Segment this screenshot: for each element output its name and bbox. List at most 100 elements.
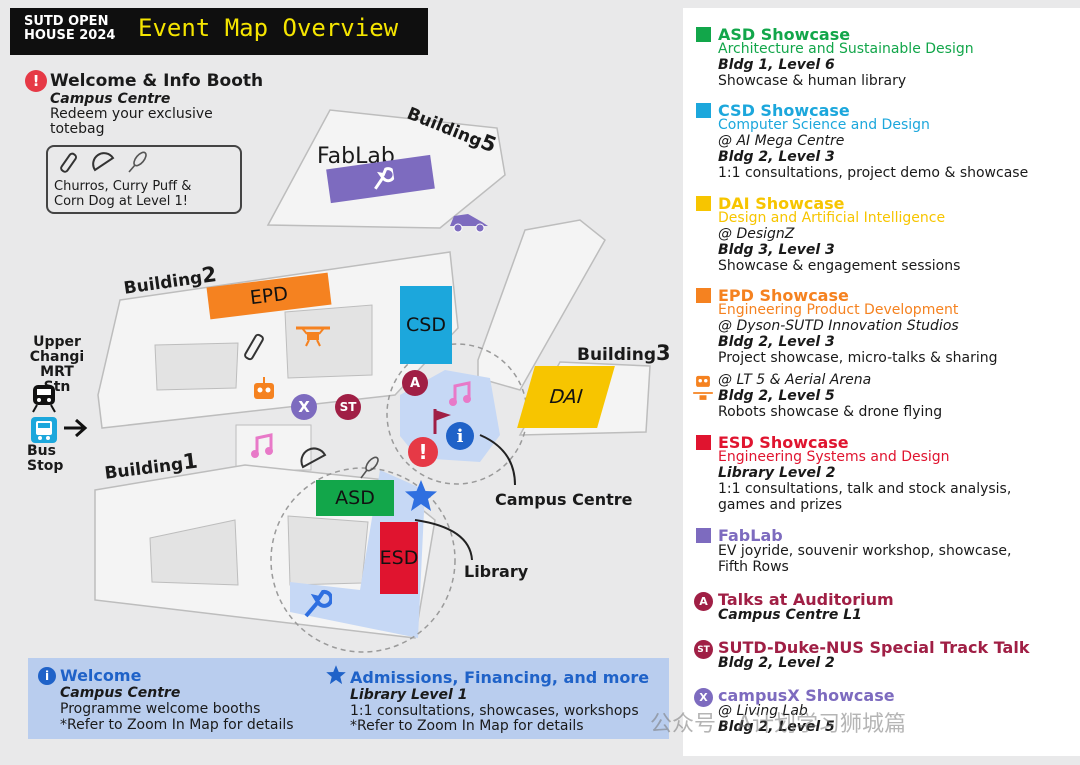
map-header: SUTD OPEN HOUSE 2024 Event Map Overview [10,8,428,55]
legend-location: Bldg 3, Level 3 [718,242,835,258]
zone-fablab[interactable] [326,154,435,204]
admissions-line-1: 1:1 consultations, showcases, workshops [350,703,639,719]
library-ring [270,467,456,653]
info-icon[interactable]: i [446,422,474,450]
corn-dog-icon-map [360,456,379,479]
legend-title: ESD Showcase [718,433,849,452]
flag-icon [433,409,451,434]
admissions-line-2: *Refer to Zoom In Map for details [350,718,584,734]
wrench-icon [373,167,396,190]
music-icon [449,381,471,406]
watermark-text: 公众号 · A计划学习狮城篇 [650,712,907,737]
drone-icon [296,326,330,347]
churros-icon [60,152,78,173]
legend-desc: Showcase & human library [718,73,907,89]
link-bridge [235,424,312,471]
train-icon [32,385,56,413]
info-booth-title: Welcome & Info Booth [50,71,264,91]
auditorium-badge[interactable]: A [402,370,428,396]
alert-icon: ! [25,70,47,92]
special-track-icon: ST [694,640,713,659]
info-booth-location: Campus Centre [50,91,171,107]
auditorium-icon: A [694,592,713,611]
info-booth-desc: Redeem your exclusive [50,106,213,122]
food-text: Churros, Curry Puff & [54,179,192,194]
building-1-court [149,519,239,586]
fablab-swatch [696,528,711,543]
dai-swatch [696,196,711,211]
legend-venue: @ Dyson-SUTD Innovation Studios [718,318,959,334]
legend-location: Bldg 2, Level 5 [718,388,835,404]
legend-venue: @ LT 5 & Aerial Arena [718,372,872,388]
drone-icon-small [693,392,713,400]
legend-subtitle: Engineering Product Development [718,302,959,318]
legend-desc-2: games and prizes [718,497,843,513]
building-3-shape [477,219,606,391]
music-icon-2 [251,433,273,458]
legend-location: Campus Centre L1 [718,607,862,623]
legend-title: campusX Showcase [718,686,895,705]
legend-desc: EV joyride, souvenir workshop, showcase, [718,543,1012,559]
legend-location: Bldg 2, Level 3 [718,334,835,350]
corn-dog-icon [128,151,147,173]
legend-title: EPD Showcase [718,286,849,305]
esd-swatch [696,435,711,450]
building-2-court-2 [284,304,373,379]
epd-swatch [696,288,711,303]
alert-marker[interactable]: ! [408,437,438,467]
zone-asd[interactable]: ASD [316,480,394,516]
curry-puff-icon-map [300,447,327,469]
asd-swatch [696,27,711,42]
legend-location: Bldg 2, Level 5 [718,719,835,735]
legend-title: SUTD-Duke-NUS Special Track Talk [718,638,1030,657]
library-callout: Library [464,562,529,581]
wrench-icon-map [304,589,332,618]
churros-icon-map [244,333,264,361]
campusx-badge[interactable]: X [291,394,317,420]
csd-swatch [696,103,711,118]
campus-centre-pointer [479,434,516,486]
campus-map [64,109,651,653]
building-3-label: Building3 [577,341,671,365]
legend-venue: @ AI Mega Centre [718,133,845,149]
special-track-badge[interactable]: ST [335,394,361,420]
info-icon-small: i [38,667,56,685]
legend-subtitle: Architecture and Sustainable Design [718,41,974,57]
legend-title: ASD Showcase [718,25,851,44]
legend-venue: @ DesignZ [718,226,795,242]
welcome-location: Campus Centre [60,685,181,701]
csd-label: CSD [406,314,446,336]
welcome-panel: i Welcome Campus Centre Programme welcom… [28,658,669,739]
legend-desc: 1:1 consultations, project demo & showca… [718,165,1029,181]
legend-location: Bldg 1, Level 6 [718,57,835,73]
campusx-icon: X [694,688,713,707]
campus-centre-callout: Campus Centre [495,490,633,509]
legend-title: DAI Showcase [718,194,845,213]
food-box: Churros, Curry Puff & Corn Dog at Level … [46,145,242,214]
legend-subtitle: Computer Science and Design [718,117,930,133]
star-icon[interactable] [403,478,439,514]
welcome-line-2: *Refer to Zoom In Map for details [60,717,294,733]
robot-icon-small [696,375,710,387]
legend-location: Bldg 2, Level 3 [718,149,835,165]
legend-location: Library Level 2 [718,465,836,481]
building-2-court [154,342,239,391]
legend-desc-2: Fifth Rows [718,559,789,575]
legend-venue: @ Living Lab [718,703,808,719]
legend-desc: Robots showcase & drone flying [718,404,943,420]
legend-title: FabLab [718,526,783,545]
ev-car-icon [450,214,488,233]
zone-csd[interactable]: CSD [400,286,452,364]
map-title: Event Map Overview [138,14,399,42]
star-icon-small [326,665,346,685]
admissions-title: Admissions, Financing, and more [350,668,650,687]
arrow-right-icon [64,418,88,438]
legend-subtitle: Engineering Systems and Design [718,449,950,465]
zone-esd[interactable]: ESD [380,522,418,594]
admissions-location: Library Level 1 [350,687,468,703]
legend-desc: Showcase & engagement sessions [718,258,961,274]
legend-location: Bldg 2, Level 2 [718,655,835,671]
legend-subtitle: Design and Artificial Intelligence [718,210,946,226]
